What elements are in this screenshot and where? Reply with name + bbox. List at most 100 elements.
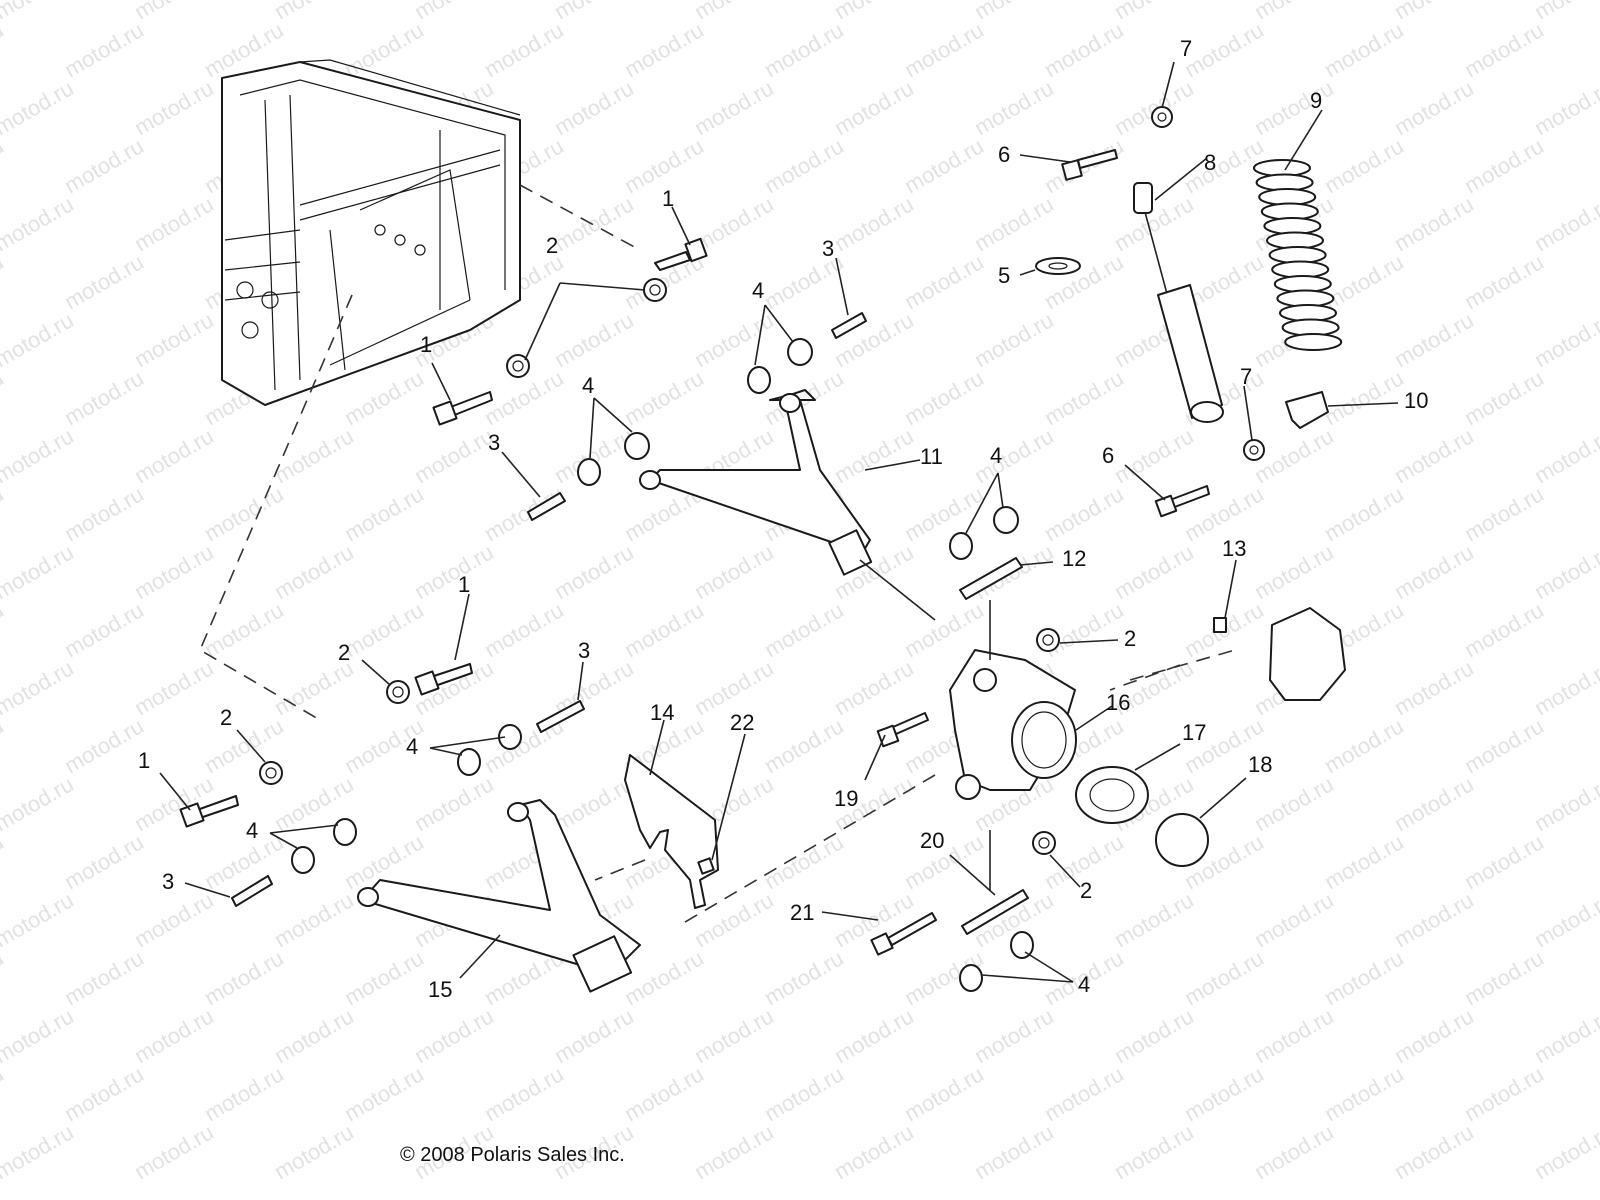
watermark-text: motod.ru xyxy=(0,829,8,894)
callout-2: 2 xyxy=(220,705,232,730)
watermark-text: motod.ru xyxy=(130,655,218,720)
nut-icon xyxy=(643,278,667,302)
watermark-text: motod.ru xyxy=(0,481,8,546)
bushing-icon xyxy=(291,338,1034,992)
watermark-text: motod.ru xyxy=(1180,17,1268,82)
watermark-text: motod.ru xyxy=(690,539,778,604)
callout-4: 4 xyxy=(1078,972,1090,997)
sleeve-icon xyxy=(959,557,1023,600)
callout-6: 6 xyxy=(1102,443,1114,468)
watermark-text: motod.ru xyxy=(970,0,1058,24)
watermark-text: motod.ru xyxy=(830,655,918,720)
watermark-text: motod.ru xyxy=(60,713,148,778)
watermark-text: motod.ru xyxy=(410,0,498,24)
watermark-text: motod.ru xyxy=(1390,539,1478,604)
callout-12: 12 xyxy=(1062,546,1086,571)
callout-11: 11 xyxy=(920,444,943,469)
watermark-text: motod.ru xyxy=(130,75,218,140)
watermark-text: motod.ru xyxy=(690,307,778,372)
watermark-text: motod.ru xyxy=(1390,1119,1478,1184)
watermark-text: motod.ru xyxy=(620,365,708,430)
callout-6: 6 xyxy=(998,142,1010,167)
callout-1: 1 xyxy=(458,572,470,597)
watermark-text: motod.ru xyxy=(1180,945,1268,1010)
watermark-text: motod.ru xyxy=(200,945,288,1010)
watermark-text: motod.ru xyxy=(130,423,218,488)
watermark-text: motod.ru xyxy=(900,481,988,546)
watermark-text: motod.ru xyxy=(130,1003,218,1068)
watermark-text: motod.ru xyxy=(200,829,288,894)
watermark-text: motod.ru xyxy=(0,423,78,488)
callout-22: 22 xyxy=(730,710,754,735)
watermark-text: motod.ru xyxy=(1390,655,1478,720)
watermark-text: motod.ru xyxy=(1460,249,1548,314)
nut-icon xyxy=(259,761,283,785)
watermark-text: motod.ru xyxy=(1530,423,1600,488)
watermark-text: motod.ru xyxy=(0,887,78,952)
watermark-text: motod.ru xyxy=(1460,1061,1548,1126)
watermark-text: motod.ru xyxy=(900,365,988,430)
watermark-text: motod.ru xyxy=(1390,307,1478,372)
watermark-text: motod.ru xyxy=(1110,75,1198,140)
watermark-text: motod.ru xyxy=(410,771,498,836)
watermark-text: motod.ru xyxy=(1460,365,1548,430)
bearing xyxy=(1075,766,1149,824)
watermark-text: motod.ru xyxy=(1530,539,1600,604)
watermark-text: motod.ru xyxy=(410,423,498,488)
callout-17: 17 xyxy=(1182,720,1206,745)
watermark-text: motod.ru xyxy=(130,771,218,836)
watermark-text: motod.ru xyxy=(0,713,8,778)
watermark-text: motod.ru xyxy=(130,191,218,256)
watermark-text: motod.ru xyxy=(1460,945,1548,1010)
watermark-text: motod.ru xyxy=(1460,481,1548,546)
watermark-text: motod.ru xyxy=(1180,1061,1268,1126)
watermark-text: motod.ru xyxy=(550,539,638,604)
watermark-text: motod.ru xyxy=(1040,481,1128,546)
watermark-text: motod.ru xyxy=(1110,539,1198,604)
watermark-text: motod.ru xyxy=(340,1061,428,1126)
watermark-text: motod.ru xyxy=(760,945,848,1010)
callout-4: 4 xyxy=(406,734,418,759)
frame-section xyxy=(221,59,521,406)
watermark-text: motod.ru xyxy=(0,1003,78,1068)
watermark-text: motod.ru xyxy=(690,75,778,140)
watermark-text: motod.ru xyxy=(760,1061,848,1126)
watermark-text: motod.ru xyxy=(1040,365,1128,430)
watermark-text: motod.ru xyxy=(60,17,148,82)
callout-14: 14 xyxy=(650,700,674,725)
watermark-text: motod.ru xyxy=(60,249,148,314)
watermark-text: motod.ru xyxy=(60,1061,148,1126)
copyright-text: © 2008 Polaris Sales Inc. xyxy=(400,1144,625,1166)
watermark-text: motod.ru xyxy=(60,481,148,546)
watermark-text: motod.ru xyxy=(970,191,1058,256)
watermark-text: motod.ru xyxy=(0,1119,78,1184)
lower-a-arm xyxy=(357,799,641,993)
watermark-text: motod.ru xyxy=(970,423,1058,488)
watermark-text: motod.ru xyxy=(620,945,708,1010)
watermark-text: motod.ru xyxy=(1320,133,1408,198)
callout-16: 16 xyxy=(1106,690,1130,715)
retaining-ring xyxy=(1155,813,1209,867)
parts xyxy=(179,106,1346,993)
spring-seat xyxy=(1285,391,1329,429)
watermark-text: motod.ru xyxy=(0,17,8,82)
watermark-text: motod.ru xyxy=(1250,771,1338,836)
watermark-text: motod.ru xyxy=(760,713,848,778)
watermark-text: motod.ru xyxy=(410,1003,498,1068)
watermark-text: motod.ru xyxy=(970,75,1058,140)
sleeve-icon xyxy=(961,889,1029,935)
callout-3: 3 xyxy=(578,638,590,663)
watermark-text: motod.ru xyxy=(60,133,148,198)
watermark-text: motod.ru xyxy=(620,1061,708,1126)
watermark-text: motod.ru xyxy=(1460,133,1548,198)
callout-3: 3 xyxy=(822,236,834,261)
callout-13: 13 xyxy=(1222,536,1246,561)
callout-4: 4 xyxy=(582,373,594,398)
watermark-text: motod.ru xyxy=(130,539,218,604)
callout-18: 18 xyxy=(1248,752,1272,777)
watermark-text: motod.ru xyxy=(270,1119,358,1184)
watermark-text: motod.ru xyxy=(900,249,988,314)
watermark-text: motod.ru xyxy=(60,945,148,1010)
bolt-icon xyxy=(876,712,929,748)
